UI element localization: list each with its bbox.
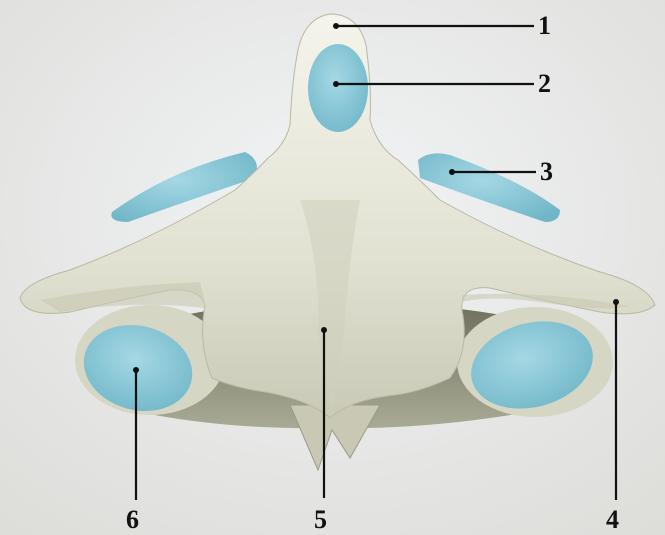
callout-label-1: 1 bbox=[538, 11, 551, 40]
callout-label-4: 4 bbox=[606, 505, 619, 534]
callout-label-5: 5 bbox=[314, 505, 327, 534]
callout-label-6: 6 bbox=[126, 505, 139, 534]
callout-label-2: 2 bbox=[538, 69, 551, 98]
callout-label-3: 3 bbox=[540, 157, 553, 186]
dens-anterior-facet bbox=[308, 44, 368, 132]
